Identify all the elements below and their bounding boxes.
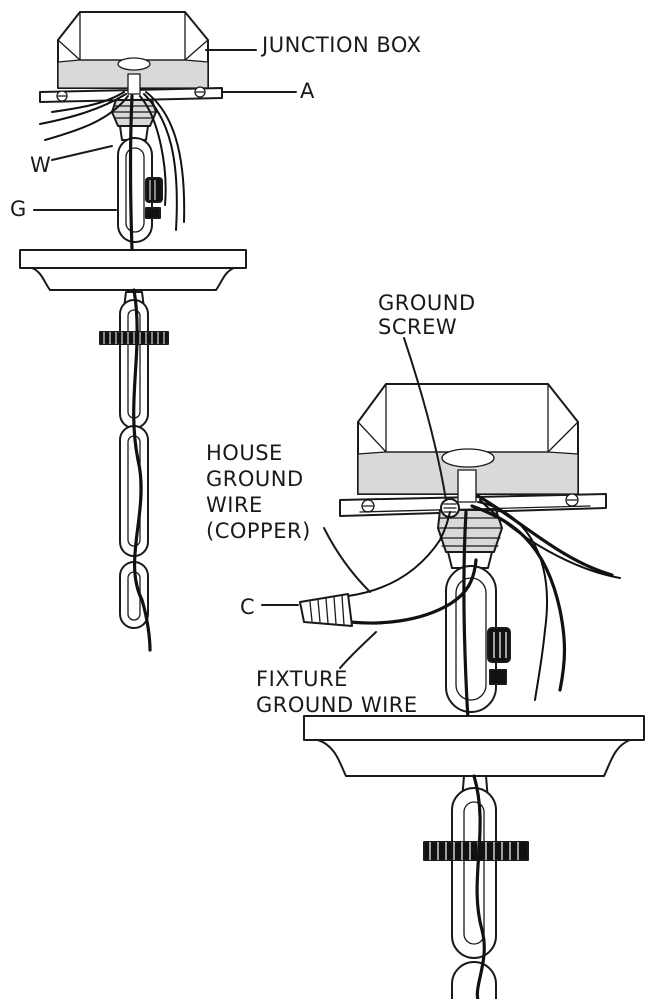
label-house-ground-line4: (COPPER): [206, 519, 311, 543]
label-house-ground-line3: WIRE: [206, 493, 263, 517]
left-wire-nut: [145, 177, 163, 203]
left-hanging-chain: [99, 288, 169, 652]
right-wires: [347, 494, 621, 722]
left-canopy: [19, 249, 247, 291]
left-assembly: [19, 11, 247, 652]
right-leaders: [261, 337, 447, 669]
left-wires: [39, 91, 186, 252]
label-junction-box: JUNCTION BOX: [260, 33, 421, 57]
label-a: A: [300, 79, 315, 103]
left-ground-screw: [145, 207, 161, 219]
label-house-ground-line1: HOUSE: [206, 441, 283, 465]
right-canopy: [303, 715, 645, 777]
right-hanging-chain: [423, 774, 529, 999]
label-house-ground-line2: GROUND: [206, 467, 304, 491]
left-junction-box: [57, 11, 209, 89]
label-fixture-ground-line2: GROUND WIRE: [256, 693, 418, 717]
left-nipple-collar: [111, 73, 157, 141]
label-g: G: [10, 197, 27, 221]
right-nipple-collar: [437, 469, 503, 569]
label-ground-screw-line1: GROUND: [378, 291, 476, 315]
label-ground-screw-line2: SCREW: [378, 315, 457, 339]
right-ground-screw: [489, 669, 507, 685]
label-fixture-ground-line1: FIXTURE: [256, 667, 348, 691]
right-wire-nut: [487, 627, 511, 663]
label-w: W: [30, 153, 51, 177]
left-leaders: [33, 49, 297, 211]
wire-nut-c: [299, 593, 353, 627]
right-assembly: [299, 383, 645, 999]
label-c: C: [240, 595, 255, 619]
